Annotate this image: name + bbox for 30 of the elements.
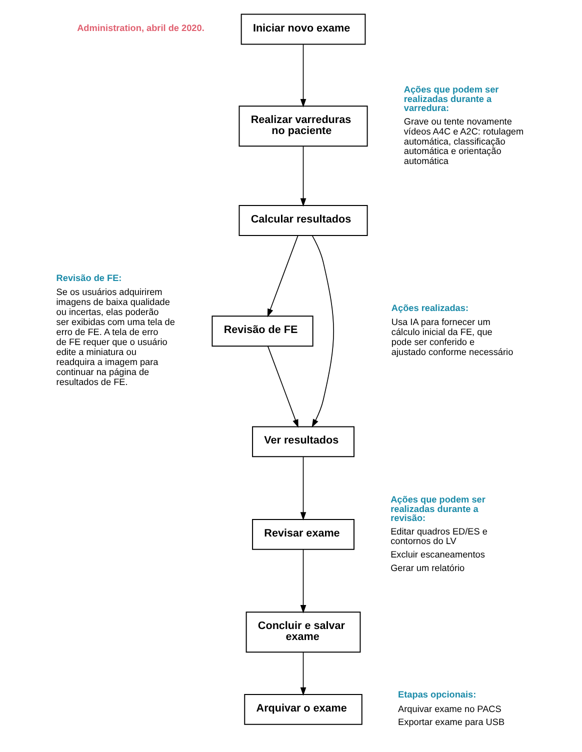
arrow <box>267 235 298 318</box>
label: Editar quadros ED/ES e contornos do LV <box>390 526 488 546</box>
arrow <box>300 44 306 108</box>
node-box: Realizar varreduras no paciente <box>238 106 368 147</box>
label: Ações que podem ser realizadas durante a revisão: <box>390 494 486 523</box>
label: Administration, abril de 2020. <box>77 22 204 33</box>
label: Se os usuários adquirirem imagens de baixa qualidade ou incertas, elas poderão ser exibidas com uma tela de erro de FE. A tela de erro de FE requer que o usuário edite a miniatura ou readquira a imagem para continuar na página de resultados de FE. <box>56 287 175 387</box>
label: Grave ou tente novamente vídeos A4C e A2C: rotulagem automática, classificação automática e orientação automática <box>404 116 524 166</box>
label: Excluir escaneamentos <box>390 550 485 560</box>
arrow <box>300 146 306 207</box>
node-box: Arquivar o exame <box>244 694 362 725</box>
label: Usa IA para fornecer um cálculo inicial da FE, que pode ser conferido e ajustado conforme necessário <box>391 317 514 358</box>
arrow <box>300 549 306 614</box>
label: Exportar exame para USB <box>398 717 505 728</box>
label: Arquivar exame no PACS <box>398 704 502 714</box>
node-box: Revisar exame <box>252 518 354 550</box>
label: Revisão de FE: <box>56 273 122 284</box>
node-box: Ver resultados <box>252 426 354 458</box>
arrow <box>267 346 298 428</box>
label: Etapas opcionais: <box>398 690 476 700</box>
arrow <box>300 652 306 696</box>
node-box: Calcular resultados <box>238 205 368 236</box>
arrow <box>312 235 334 428</box>
label: Ações realizadas: <box>391 302 469 313</box>
label: Ações que podem ser realizadas durante a varredura: <box>404 84 499 113</box>
arrow <box>300 456 306 520</box>
node-box: Iniciar novo exame <box>240 14 366 45</box>
node-box: Revisão de FE <box>212 316 314 347</box>
label: Gerar um relatório <box>390 562 465 573</box>
node-box: Concluir e salvar exame <box>246 612 361 653</box>
